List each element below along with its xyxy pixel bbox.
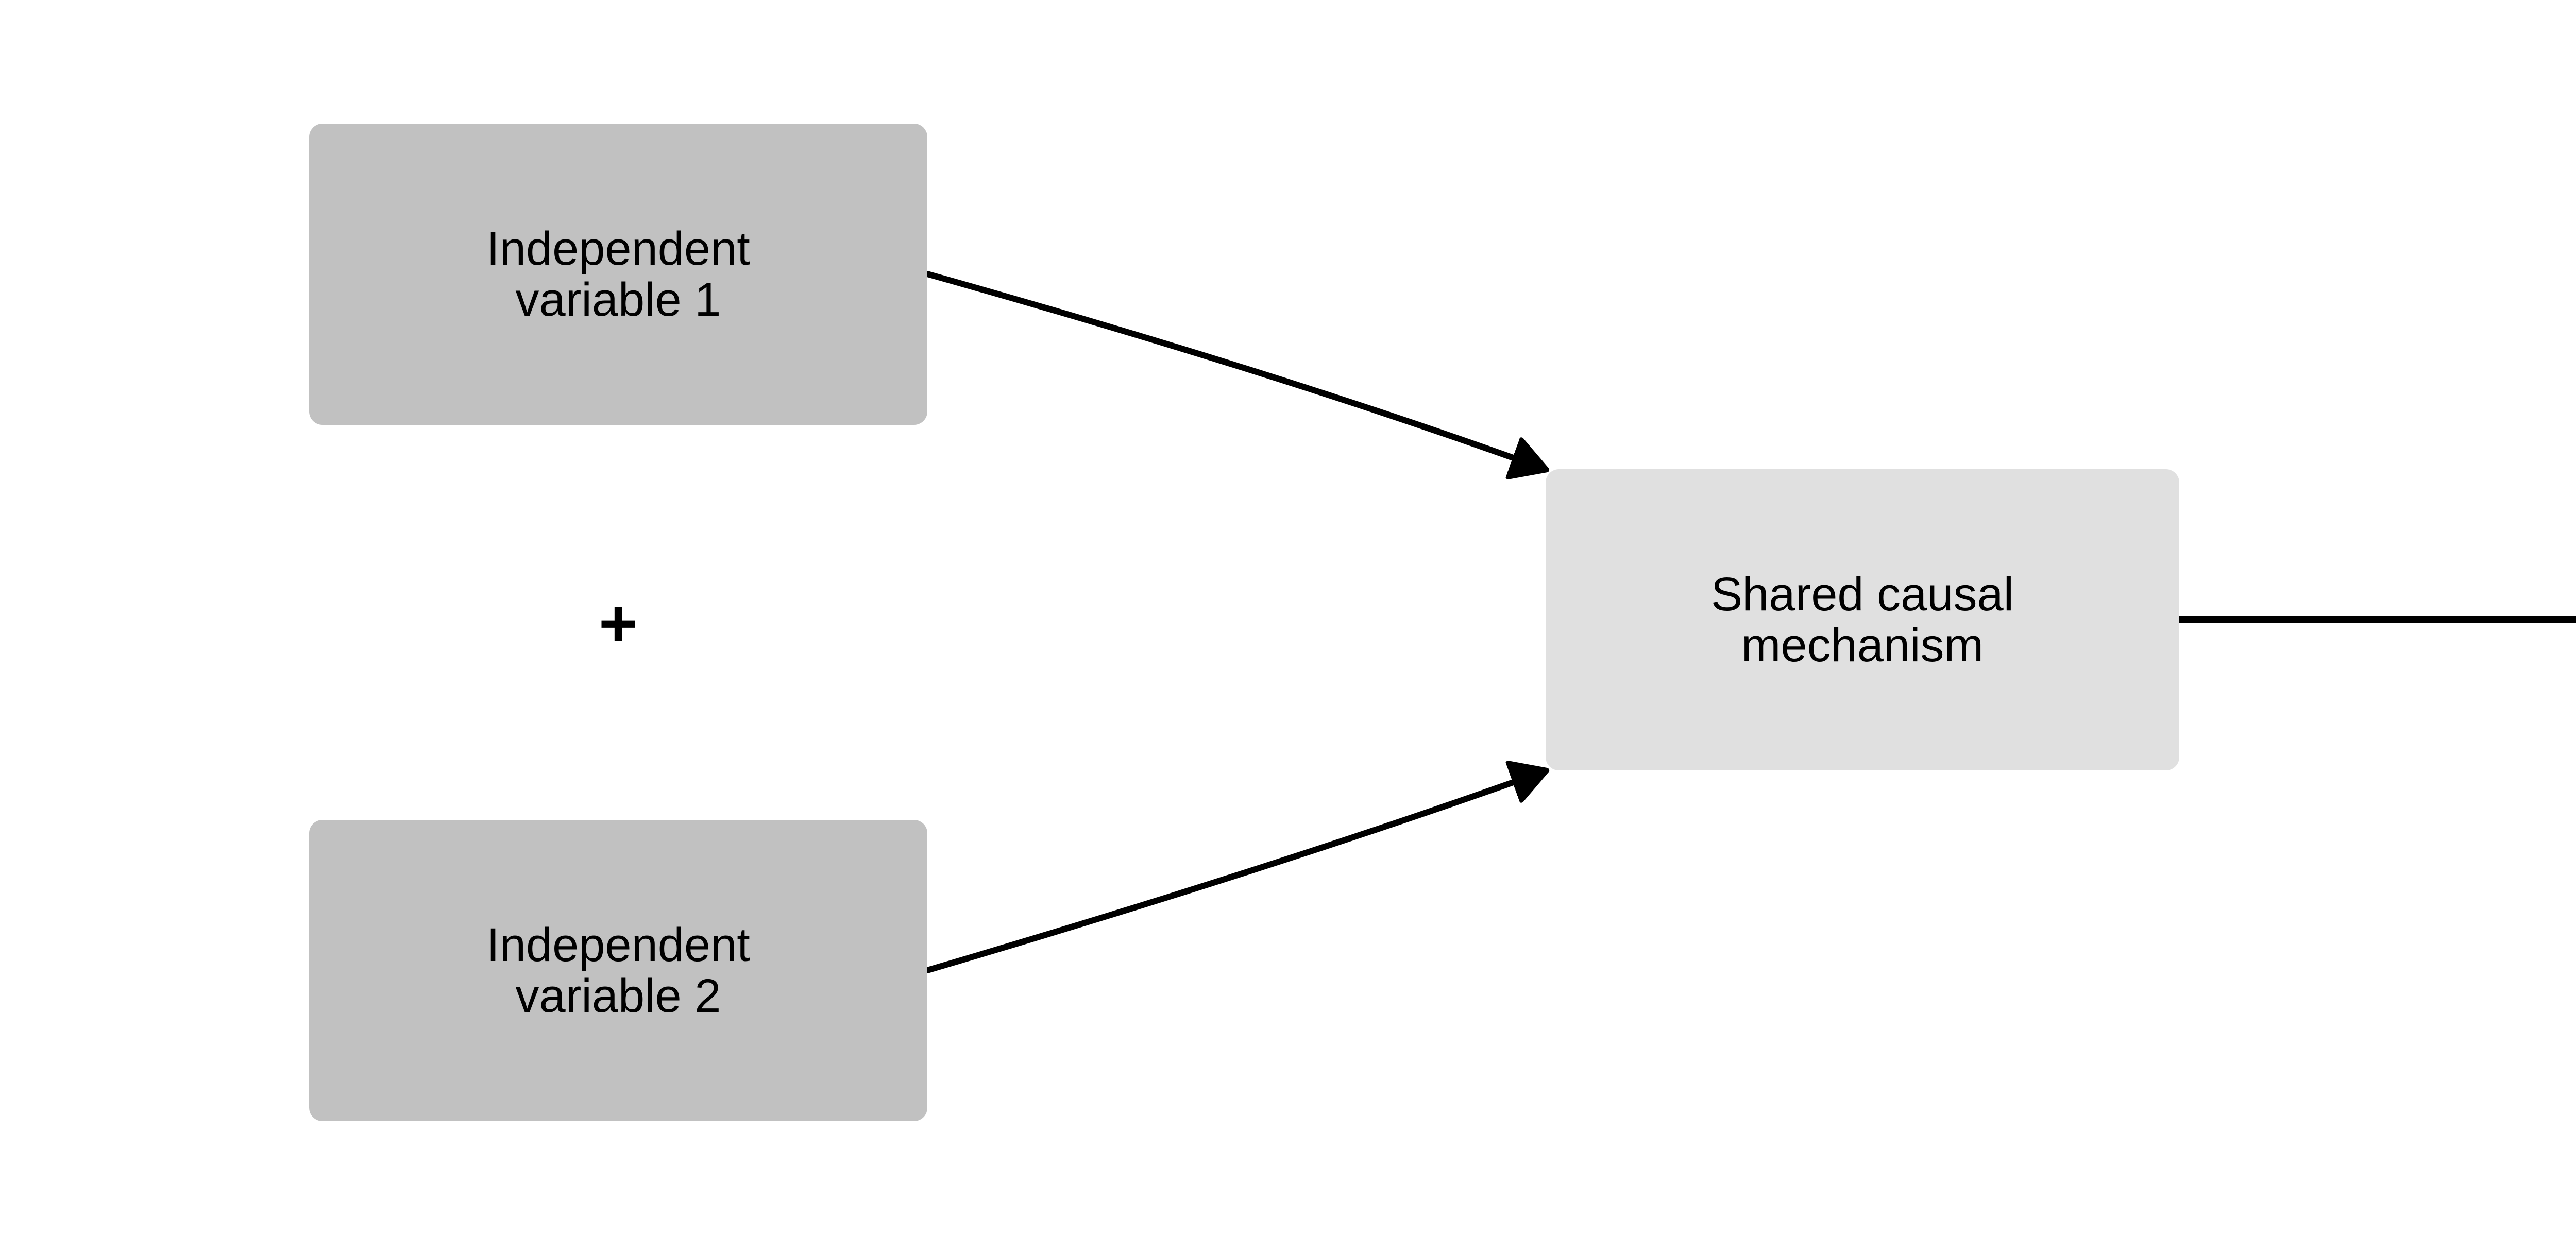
node-independent-variable-1: Independent variable 1 <box>309 124 927 425</box>
node-independent-variable-1-label: Independent variable 1 <box>486 222 750 326</box>
node-shared-causal-mechanism-label: Shared causal mechanism <box>1710 568 2014 672</box>
plus-operator: + <box>599 586 638 661</box>
edge-iv2-to-mechanism <box>924 782 1515 973</box>
node-shared-causal-mechanism: Shared causal mechanism <box>1546 469 2179 770</box>
node-independent-variable-2: Independent variable 2 <box>309 820 927 1121</box>
edge-iv1-to-mechanism <box>924 271 1515 458</box>
node-independent-variable-2-label: Independent variable 2 <box>486 919 750 1022</box>
